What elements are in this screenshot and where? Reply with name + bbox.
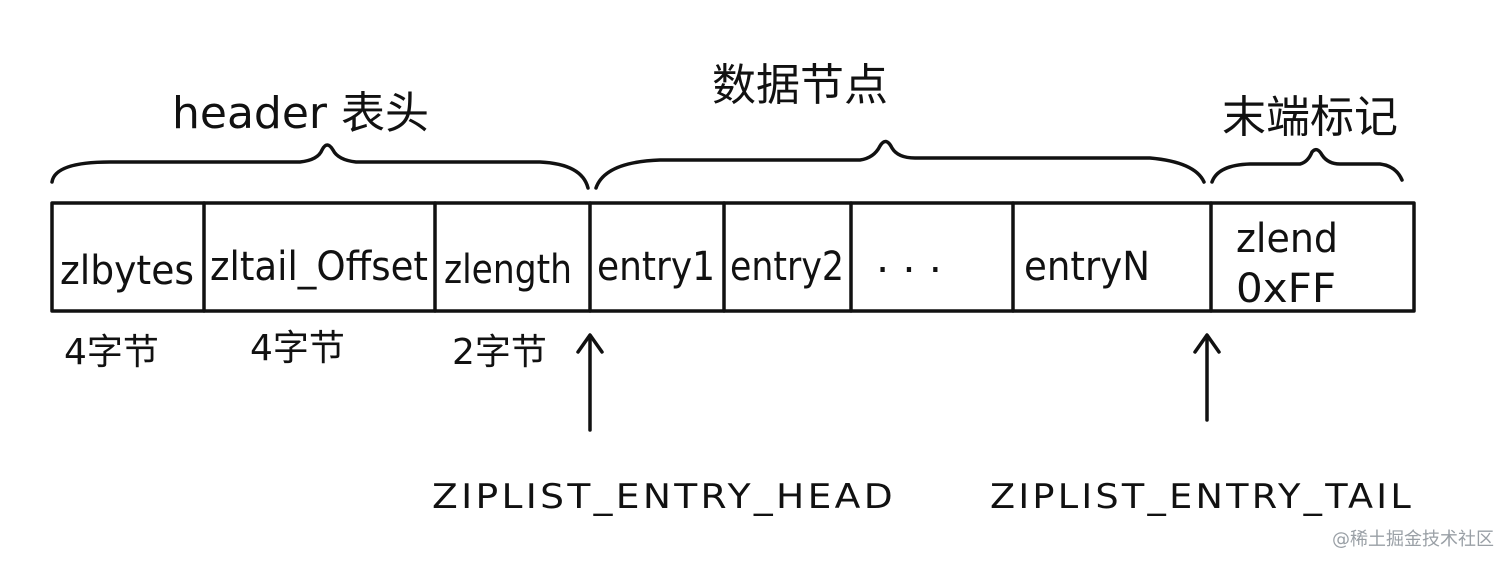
brace-end	[1210, 147, 1404, 184]
size-zlbytes: 4字节	[64, 332, 159, 373]
cell-zltail-offset: zltail_Offset	[210, 244, 428, 290]
ziplist-strip	[50, 201, 1416, 313]
brace-entries	[594, 139, 1206, 190]
cell-entryN: entryN	[1024, 244, 1150, 290]
pointer-label-head: ZIPLIST_ENTRY_HEAD	[432, 477, 896, 517]
pointer-label-tail: ZIPLIST_ENTRY_TAIL	[990, 477, 1414, 517]
group-label-entries: 数据节点	[712, 60, 888, 111]
cell-zlbytes: zlbytes	[60, 248, 194, 294]
watermark: @稀土掘金技术社区	[1332, 529, 1494, 550]
cell-zlend-value: 0xFF	[1236, 266, 1336, 312]
cell-zlend: zlend	[1236, 216, 1338, 262]
group-label-end: 末端标记	[1222, 92, 1398, 143]
cell-zllen: zlength	[444, 247, 572, 293]
cell-ellipsis: . . .	[876, 236, 942, 282]
cell-entry2: entry2	[730, 244, 844, 290]
cell-entry1: entry1	[597, 244, 715, 290]
arrow-head-tip	[576, 333, 604, 354]
group-label-header: header 表头	[172, 88, 429, 139]
brace-header	[50, 143, 590, 190]
size-zltail: 4字节	[250, 328, 345, 369]
arrow-tail-tip	[1193, 333, 1221, 354]
size-zllen: 2字节	[452, 332, 547, 373]
